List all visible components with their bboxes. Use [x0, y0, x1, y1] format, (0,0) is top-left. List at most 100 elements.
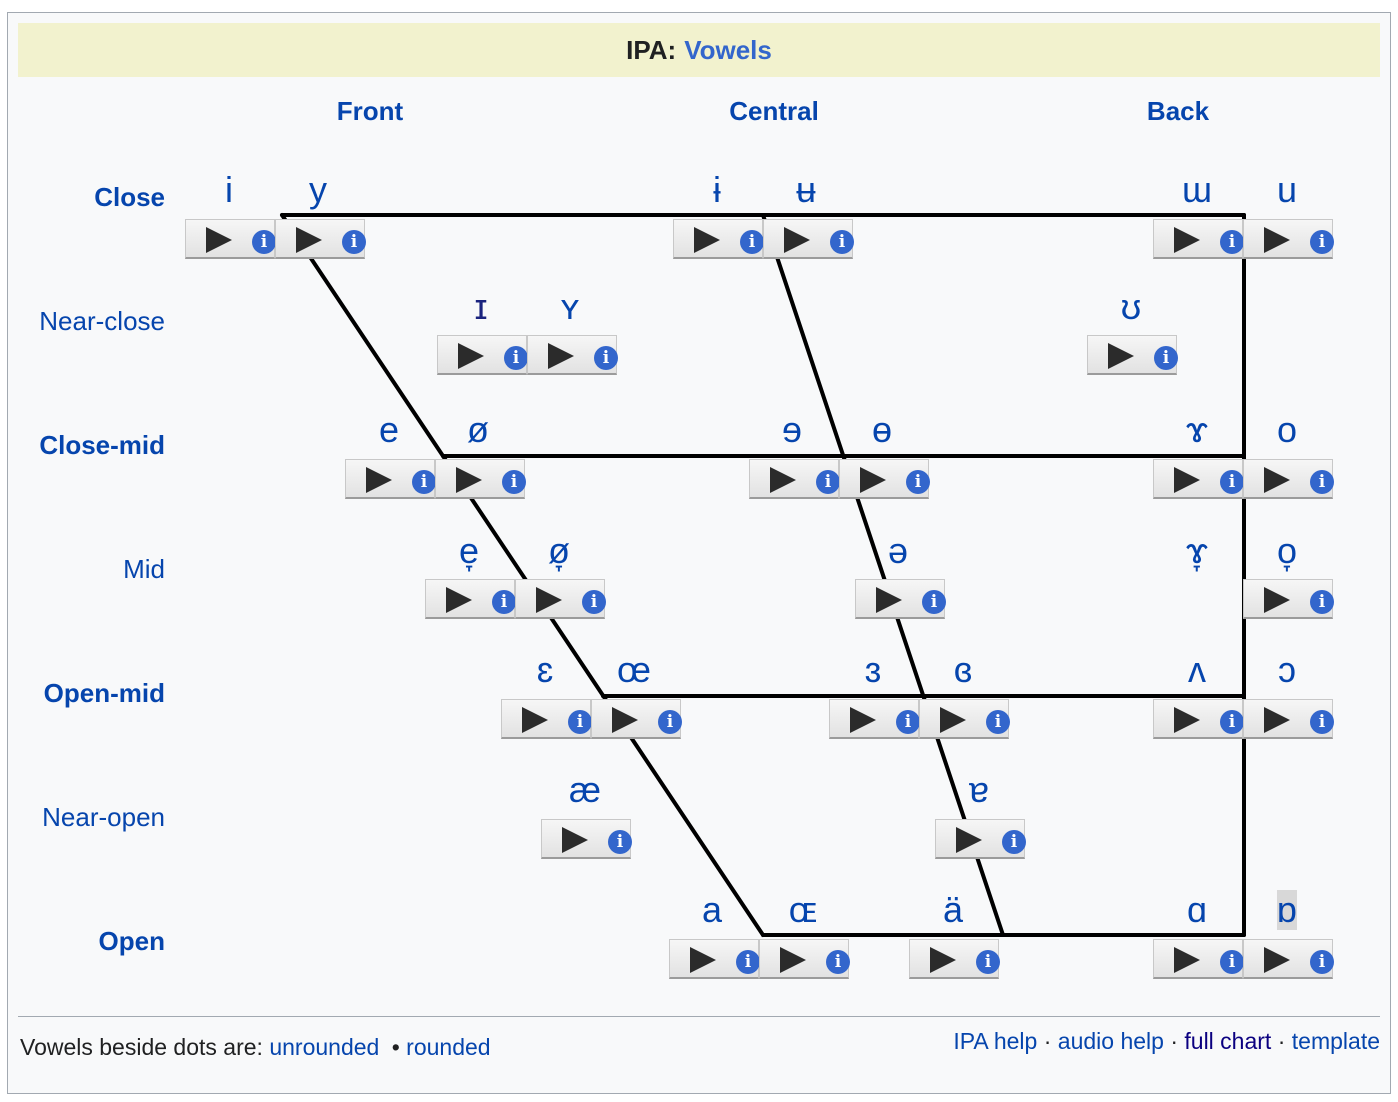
audio-player-open-mid-front-rounded[interactable]: i [591, 699, 682, 739]
audio-player-open-mid-front-unrounded[interactable]: i [501, 699, 592, 739]
info-icon[interactable]: i [906, 470, 930, 494]
vowel-close-front-rounded[interactable]: y [309, 169, 327, 210]
vowel-open-mid-central-unrounded[interactable]: ɜ [864, 649, 882, 690]
play-icon[interactable] [1264, 227, 1290, 253]
audio-player-open-back-rounded[interactable]: i [1243, 939, 1334, 979]
play-icon[interactable] [780, 947, 806, 973]
vowel-open-mid-central-rounded[interactable]: ɞ [953, 649, 973, 690]
info-icon[interactable]: i [826, 950, 850, 974]
vowel-close-mid-front-unrounded[interactable]: e [378, 409, 400, 450]
info-icon[interactable]: i [412, 470, 436, 494]
info-icon[interactable]: i [1154, 346, 1178, 370]
play-icon[interactable] [296, 227, 322, 253]
vowel-open-back-unrounded[interactable]: ɑ [1186, 889, 1208, 930]
vowel-close-front-unrounded[interactable]: i [225, 169, 233, 210]
vowel-open-front-unrounded[interactable]: a [701, 889, 723, 930]
info-icon[interactable]: i [502, 470, 526, 494]
vowel-close-back-unrounded[interactable]: ɯ [1182, 169, 1212, 210]
audio-player-near-open-central[interactable]: i [935, 819, 1026, 859]
vowel-close-mid-back-unrounded[interactable]: ɤ [1185, 409, 1209, 450]
audio-player-close-mid-front-rounded[interactable]: i [435, 459, 526, 499]
ipa-help-link[interactable]: IPA help [953, 1028, 1038, 1054]
vowel-close-central-unrounded[interactable]: ɨ [713, 169, 721, 210]
audio-player-mid-central[interactable]: i [855, 579, 946, 619]
play-icon[interactable] [860, 467, 886, 493]
audio-player-close-back-unrounded[interactable]: i [1153, 219, 1244, 259]
play-icon[interactable] [850, 707, 876, 733]
play-icon[interactable] [956, 827, 982, 853]
audio-player-open-mid-central-rounded[interactable]: i [919, 699, 1010, 739]
vowel-open-mid-front-rounded[interactable]: œ [617, 649, 651, 690]
audio-player-open-central-unrounded[interactable]: i [909, 939, 1000, 979]
play-icon[interactable] [930, 947, 956, 973]
play-icon[interactable] [536, 587, 562, 613]
audio-help-link[interactable]: audio help [1057, 1028, 1164, 1054]
audio-player-close-central-unrounded[interactable]: i [673, 219, 764, 259]
vowel-open-back-rounded[interactable]: ɒ [1276, 889, 1298, 930]
audio-player-open-front-unrounded[interactable]: i [669, 939, 760, 979]
play-icon[interactable] [1174, 467, 1200, 493]
vowel-close-mid-central-rounded[interactable]: ɵ [871, 409, 893, 450]
info-icon[interactable]: i [342, 230, 366, 254]
vowel-open-mid-back-rounded[interactable]: ɔ [1278, 649, 1296, 690]
column-back[interactable]: Back [1146, 96, 1210, 126]
audio-player-open-mid-back-rounded[interactable]: i [1243, 699, 1334, 739]
row-mid[interactable]: Mid [123, 554, 165, 584]
full-chart-link[interactable]: full chart [1184, 1028, 1272, 1054]
info-icon[interactable]: i [1220, 470, 1244, 494]
vowel-mid-front-unrounded[interactable]: e̞ [458, 530, 480, 571]
audio-player-close-back-rounded[interactable]: i [1243, 219, 1334, 259]
play-icon[interactable] [522, 707, 548, 733]
info-icon[interactable]: i [1220, 950, 1244, 974]
audio-player-close-mid-back-unrounded[interactable]: i [1153, 459, 1244, 499]
info-icon[interactable]: i [1310, 230, 1334, 254]
info-icon[interactable]: i [736, 950, 760, 974]
info-icon[interactable]: i [896, 710, 920, 734]
vowel-open-mid-front-unrounded[interactable]: ɛ [536, 649, 554, 690]
audio-player-mid-back-rounded[interactable]: i [1243, 579, 1334, 619]
play-icon[interactable] [1174, 227, 1200, 253]
vowel-close-central-rounded[interactable]: ʉ [795, 169, 817, 210]
info-icon[interactable]: i [568, 710, 592, 734]
info-icon[interactable]: i [740, 230, 764, 254]
vowel-mid-front-rounded[interactable]: ø̞ [548, 530, 570, 571]
vowel-close-mid-front-rounded[interactable]: ø [467, 409, 489, 450]
audio-player-close-mid-central-rounded[interactable]: i [839, 459, 930, 499]
info-icon[interactable]: i [658, 710, 682, 734]
row-open[interactable]: Open [98, 926, 165, 956]
play-icon[interactable] [1174, 947, 1200, 973]
audio-player-mid-front-unrounded[interactable]: i [425, 579, 516, 619]
info-icon[interactable]: i [976, 950, 1000, 974]
info-icon[interactable]: i [1002, 830, 1026, 854]
audio-player-mid-front-rounded[interactable]: i [515, 579, 606, 619]
play-icon[interactable] [1264, 707, 1290, 733]
audio-player-open-mid-central-unrounded[interactable]: i [829, 699, 920, 739]
info-icon[interactable]: i [252, 230, 276, 254]
info-icon[interactable]: i [1310, 950, 1334, 974]
play-icon[interactable] [366, 467, 392, 493]
audio-player-close-mid-front-unrounded[interactable]: i [345, 459, 436, 499]
column-central[interactable]: Central [729, 96, 819, 126]
play-icon[interactable] [1174, 707, 1200, 733]
info-icon[interactable]: i [922, 590, 946, 614]
audio-player-open-front-rounded[interactable]: i [759, 939, 850, 979]
play-icon[interactable] [770, 467, 796, 493]
unrounded-link[interactable]: unrounded [269, 1034, 380, 1060]
vowel-close-back-rounded[interactable]: u [1276, 169, 1298, 210]
info-icon[interactable]: i [608, 830, 632, 854]
play-icon[interactable] [458, 343, 484, 369]
info-icon[interactable]: i [1310, 470, 1334, 494]
vowel-open-front-rounded[interactable]: ɶ [788, 889, 818, 930]
row-open-mid[interactable]: Open-mid [43, 678, 165, 708]
vowel-near-close-front-rounded[interactable]: ʏ [560, 286, 580, 327]
play-icon[interactable] [876, 587, 902, 613]
play-icon[interactable] [690, 947, 716, 973]
vowel-near-close-back-rounded[interactable]: ʊ [1120, 286, 1142, 327]
audio-player-close-mid-back-rounded[interactable]: i [1243, 459, 1334, 499]
play-icon[interactable] [1108, 343, 1134, 369]
play-icon[interactable] [548, 343, 574, 369]
audio-player-near-close-front-unrounded[interactable]: i [437, 335, 528, 375]
play-icon[interactable] [446, 587, 472, 613]
template-link[interactable]: template [1291, 1028, 1380, 1054]
vowel-mid-back-unrounded[interactable]: ɤ̞ [1185, 530, 1209, 571]
